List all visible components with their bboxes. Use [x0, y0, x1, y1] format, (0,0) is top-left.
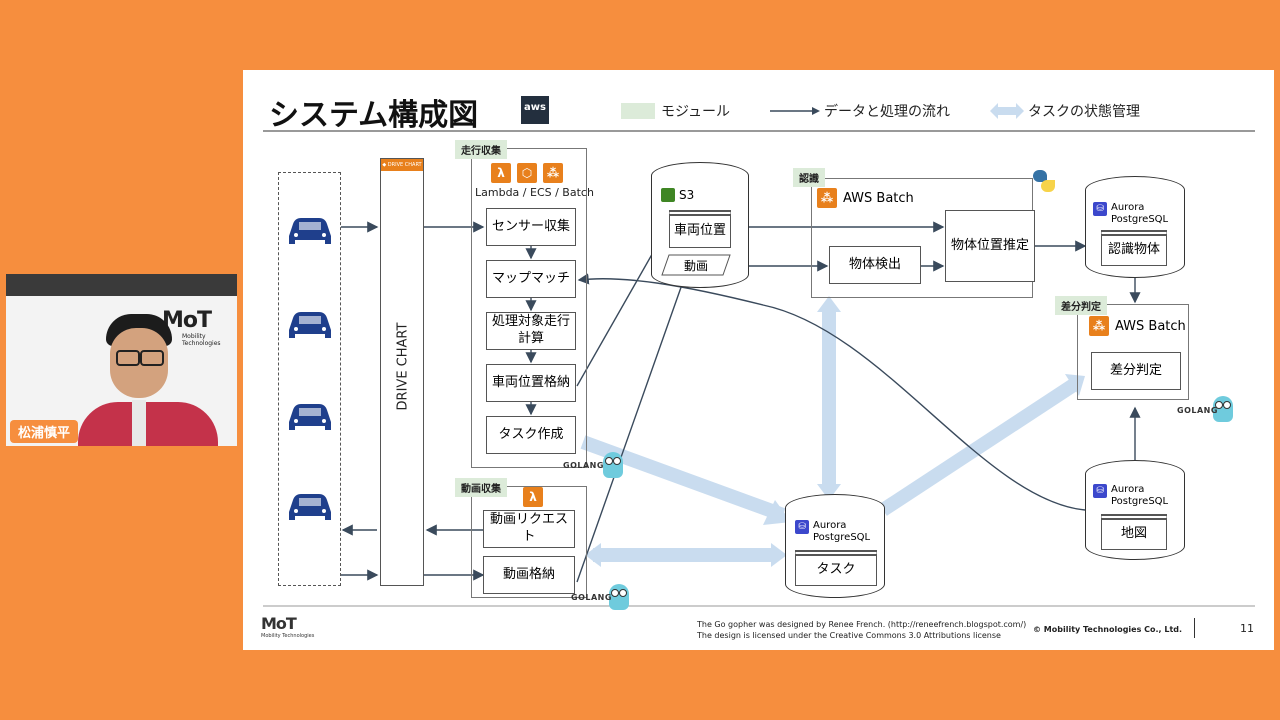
car-icon	[289, 312, 331, 338]
legend-module-swatch	[621, 103, 655, 119]
golang-label: GOLANG	[563, 461, 604, 470]
gopher-mascot-icon	[603, 452, 623, 478]
aurora-db-icon: ⛁	[1093, 484, 1107, 498]
aurora-map-table: 地図	[1101, 514, 1167, 550]
car-icon	[289, 494, 331, 520]
legend-state-label: タスクの状態管理	[1028, 104, 1141, 120]
run-collect-tag: 走行収集	[455, 140, 507, 159]
footer-credit-line2: The design is licensed under the Creativ…	[697, 631, 1001, 641]
step-video-request: 動画リクエスト	[483, 510, 575, 548]
footer-logo-text: MoT	[261, 614, 297, 633]
diff-service-label: AWS Batch	[1115, 318, 1186, 334]
recognition-tag: 認識	[793, 168, 825, 187]
camera-feed: MoT Mobility Technologies 松浦慎平	[6, 274, 237, 446]
recognition-service: ⁂ AWS Batch	[817, 188, 914, 208]
presentation-slide: システム構成図 aws モジュール データと処理の流れ タスクの状態管理 ◆ D…	[243, 70, 1274, 650]
golang-label: GOLANG	[571, 593, 612, 602]
run-collect-service-label: Lambda / ECS / Batch	[475, 186, 594, 199]
footer-credit-line1: The Go gopher was designed by Renee Fren…	[697, 620, 1027, 629]
camera-logo-sub: Mobility Technologies	[182, 333, 221, 347]
s3-label: S3	[679, 188, 695, 202]
recognition-service-label: AWS Batch	[843, 190, 914, 206]
legend-module-label: モジュール	[661, 104, 731, 120]
aurora-map-name: Aurora PostgreSQL	[1111, 484, 1169, 507]
drive-chart-header: ◆ DRIVE CHART	[381, 159, 423, 171]
step-map-match: マップマッチ	[486, 260, 576, 298]
lambda-icon: λ	[491, 163, 511, 183]
footer-logo: MoT Mobility Technologies	[261, 614, 314, 639]
run-collect-icons: λ ⬡ ⁂	[491, 163, 563, 183]
footer-credit: The Go gopher was designed by Renee Fren…	[697, 619, 1026, 641]
python-icon	[1033, 170, 1055, 192]
batch-icon: ⁂	[1089, 316, 1109, 336]
video-collect-group	[471, 486, 587, 598]
footer-logo-sub: Mobility Technologies	[261, 633, 315, 639]
aurora-task-table: タスク	[795, 550, 877, 586]
drive-chart-box: ◆ DRIVE CHART DRIVE CHART	[380, 158, 424, 586]
legend-flow-label: データと処理の流れ	[824, 104, 951, 120]
batch-icon: ⁂	[817, 188, 837, 208]
video-collect-tag: 動画収集	[455, 478, 507, 497]
camera-logo-text: MoT	[162, 308, 212, 333]
diff-service: ⁂ AWS Batch	[1089, 316, 1186, 336]
ecs-icon: ⬡	[517, 163, 537, 183]
video-collect-icons: λ	[523, 486, 543, 507]
page-number: 11	[1240, 622, 1254, 635]
aurora-recognition-name: Aurora PostgreSQL	[1111, 202, 1169, 225]
step-object-position-estimate: 物体位置推定	[945, 210, 1035, 282]
legend: モジュール データと処理の流れ タスクの状態管理	[621, 101, 1140, 121]
car-icon	[289, 218, 331, 244]
s3-video-object: 動画	[661, 254, 731, 276]
aurora-recognition-table: 認識物体	[1101, 230, 1167, 266]
footer-copyright: © Mobility Technologies Co., Ltd.	[1033, 625, 1183, 634]
gopher-mascot-icon	[609, 584, 629, 610]
step-object-detect: 物体検出	[829, 246, 921, 284]
lambda-icon: λ	[523, 487, 543, 507]
diff-group	[1077, 304, 1189, 400]
step-task-create: タスク作成	[486, 416, 576, 454]
step-sensor-collect: センサー収集	[486, 208, 576, 246]
gopher-mascot-icon	[1213, 396, 1233, 422]
speaker-name-badge: 松浦慎平	[10, 420, 79, 443]
aurora-task-name: Aurora PostgreSQL	[813, 520, 871, 543]
speaker-avatar	[78, 314, 218, 446]
slide-title: システム構成図	[269, 98, 479, 133]
batch-icon: ⁂	[543, 163, 563, 183]
aws-logo: aws	[521, 96, 549, 124]
vehicles-group	[278, 172, 341, 586]
s3-icon	[661, 188, 675, 202]
run-collect-group	[471, 148, 587, 468]
golang-label: GOLANG	[1177, 406, 1218, 415]
step-diff-judge: 差分判定	[1091, 352, 1181, 390]
aws-logo-text: aws	[524, 102, 546, 113]
footer-divider	[1194, 618, 1195, 638]
car-icon	[289, 404, 331, 430]
s3-header: S3	[661, 188, 694, 202]
s3-video-label: 動画	[683, 259, 708, 273]
step-target-calc: 処理対象走行計算	[486, 312, 576, 350]
camera-top-bar	[6, 274, 237, 296]
step-position-store: 車両位置格納	[486, 364, 576, 402]
aurora-db-icon: ⛁	[795, 520, 809, 534]
aurora-map-header: ⛁ Aurora PostgreSQL	[1093, 484, 1183, 507]
camera-logo: MoT Mobility Technologies	[162, 308, 237, 347]
aurora-recognition-header: ⛁ Aurora PostgreSQL	[1093, 202, 1183, 225]
aurora-task-header: ⛁ Aurora PostgreSQL	[795, 520, 885, 543]
s3-vehicle-position: 車両位置	[669, 210, 731, 248]
drive-chart-label: DRIVE CHART	[395, 322, 411, 411]
step-video-store: 動画格納	[483, 556, 575, 594]
diff-tag: 差分判定	[1055, 296, 1107, 315]
aurora-db-icon: ⛁	[1093, 202, 1107, 216]
legend-state-arrow-icon	[990, 103, 1025, 119]
legend-flow-arrow-icon	[770, 107, 821, 115]
